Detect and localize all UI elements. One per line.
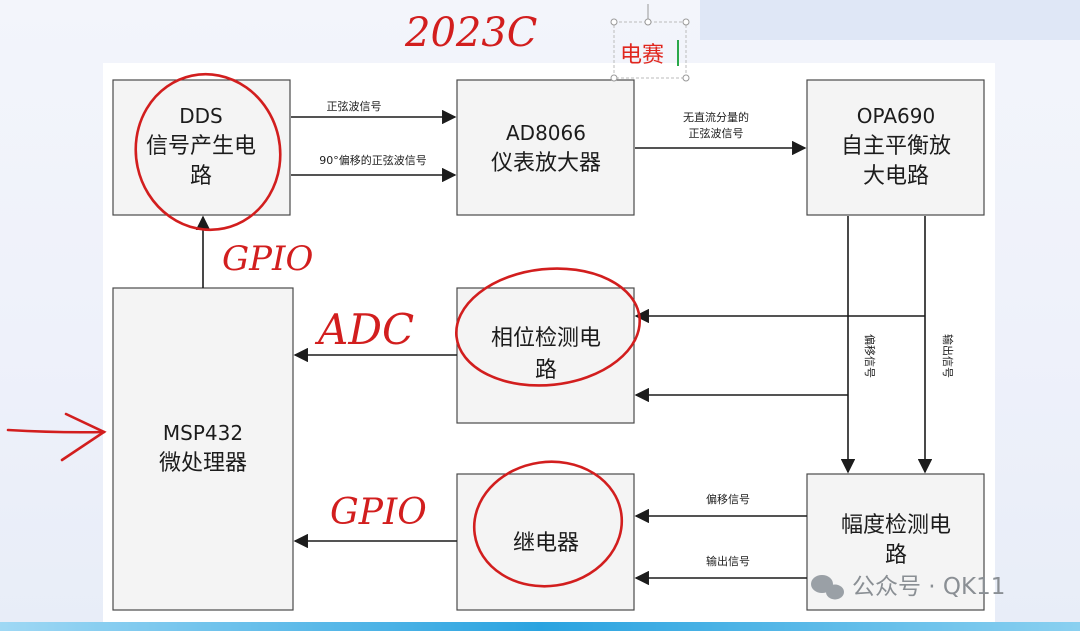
phase-detect-block: 相位检测电 路 [456, 287, 635, 424]
label-sine-90: 90°偏移的正弦波信号 [319, 153, 427, 167]
dds-title: DDS [179, 104, 223, 128]
opa690-block: OPA690 自主平衡放 大电路 [806, 79, 985, 216]
ad8066-title: AD8066 [506, 121, 586, 145]
hand-circles [6, 72, 641, 588]
textbox-annotation: 电赛 [610, 4, 690, 82]
label-no-dc-2: 正弦波信号 [689, 126, 744, 140]
opa690-line-2: 大电路 [863, 164, 929, 189]
circle-relay [472, 460, 624, 588]
dds-line-1: 信号产生电 [146, 134, 256, 159]
watermark: 公众号 · QK11 [811, 574, 1005, 600]
label-offset-v: 偏移信号 [863, 334, 877, 378]
relay-line-1: 继电器 [513, 531, 579, 556]
dds-line-2: 路 [190, 164, 212, 189]
opa690-title: OPA690 [857, 104, 935, 128]
circle-dds [134, 72, 282, 232]
annotation-gpio-bottom: GPIO [330, 492, 427, 533]
msp432-line-1: 微处理器 [159, 451, 247, 476]
window-strip [700, 0, 1080, 40]
amplitude-detect-line-2: 路 [885, 543, 907, 568]
circle-phase [455, 267, 641, 387]
label-output-v: 输出信号 [941, 334, 955, 378]
amplitude-detect-block: 幅度检测电 路 [806, 473, 985, 611]
annotation-year: 2023C [404, 10, 537, 56]
connectors [195, 109, 933, 586]
label-offset-h: 偏移信号 [706, 492, 750, 506]
annotation-gpio-top: GPIO [222, 239, 313, 279]
bottom-progress-bar [0, 622, 1080, 631]
wechat-icon [811, 575, 844, 600]
arrow-shaft [6, 428, 106, 434]
label-sine: 正弦波信号 [327, 99, 382, 113]
phase-detect-line-2: 路 [535, 358, 557, 383]
ad8066-line-1: 仪表放大器 [491, 151, 601, 176]
ad8066-block: AD8066 仪表放大器 [456, 79, 635, 216]
label-no-dc-1: 无直流分量的 [683, 110, 749, 124]
msp432-title: MSP432 [163, 421, 243, 445]
label-output-h: 输出信号 [706, 554, 750, 568]
amplitude-detect-line-1: 幅度检测电 [841, 513, 951, 538]
textbox-label: 电赛 [620, 43, 664, 68]
annotation-adc: ADC [314, 305, 414, 354]
watermark-text: 公众号 · QK11 [852, 574, 1005, 600]
opa690-line-1: 自主平衡放 [841, 134, 951, 159]
phase-detect-line-1: 相位检测电 [491, 326, 601, 351]
msp432-block: MSP432 微处理器 [112, 287, 294, 611]
dds-block: DDS 信号产生电 路 [112, 79, 291, 216]
arrow-head [60, 412, 107, 462]
